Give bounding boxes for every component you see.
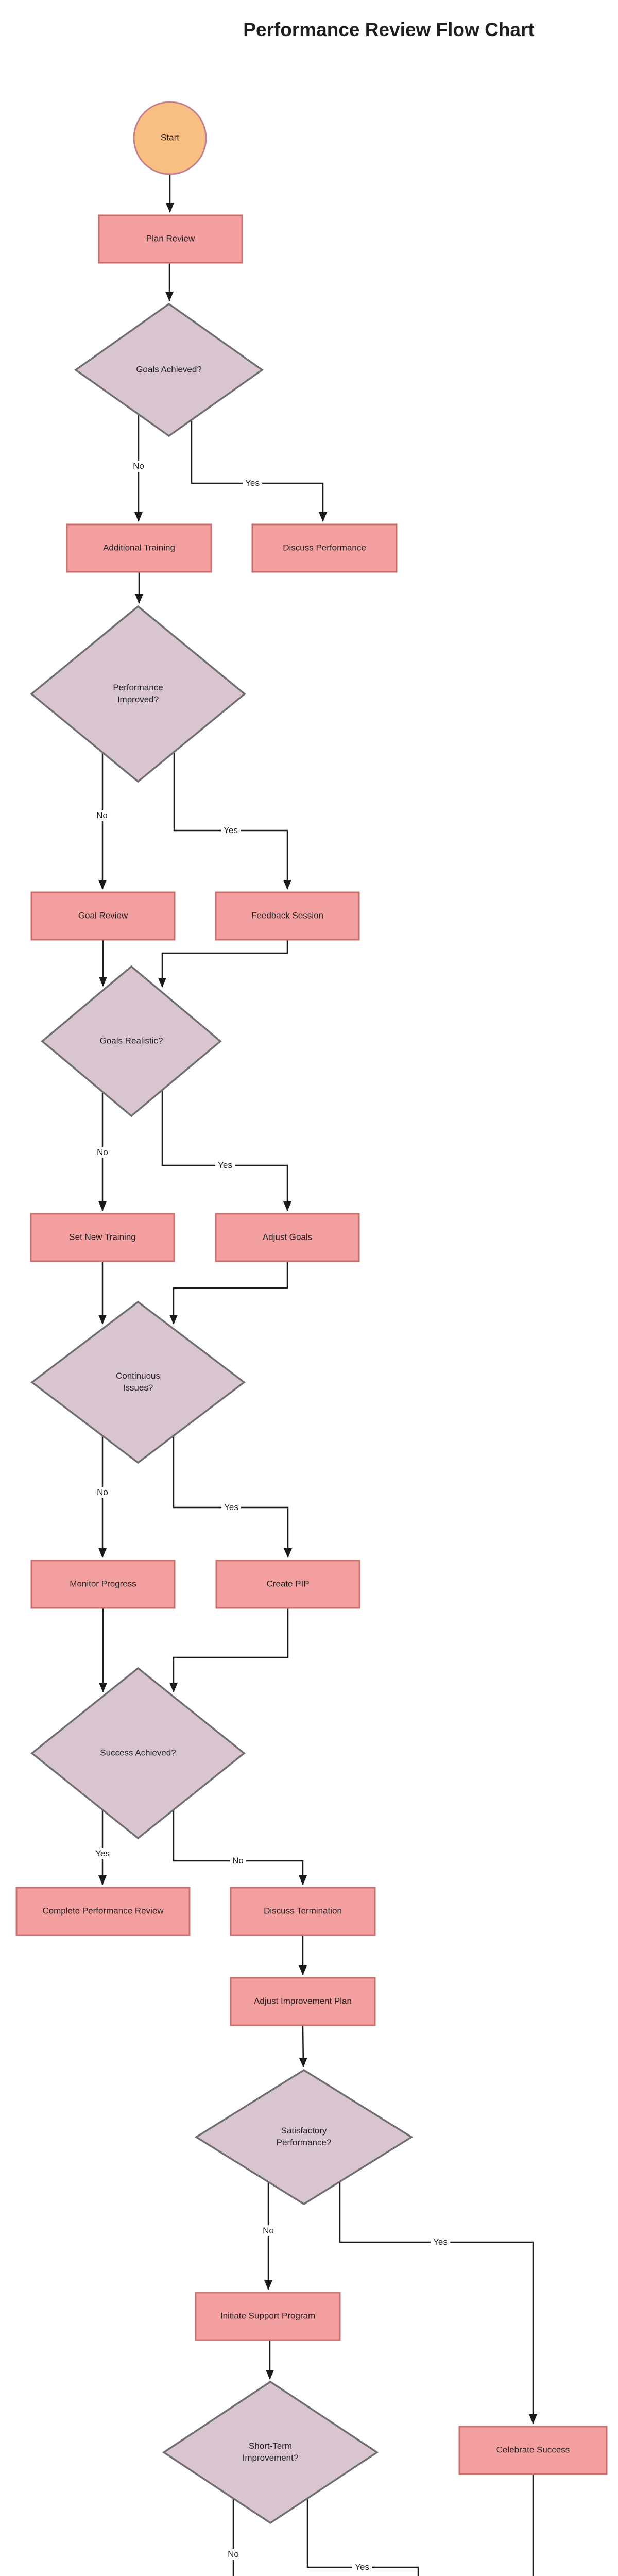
feedback-session-label: Feedback Session <box>251 910 323 921</box>
goals-achieved-shape <box>74 302 264 437</box>
edge-adjust-goals-to-continuous-issues <box>169 1261 288 1325</box>
short-term-no-label: No <box>225 2549 242 2560</box>
satisfactory-performance-shape <box>194 2069 414 2206</box>
edge-goals-realistic-yes <box>161 1090 291 1211</box>
success-achieved-no-label: No <box>230 1855 246 1867</box>
satisfactory-yes-label: Yes <box>431 2236 450 2248</box>
initiate-support-program-shape <box>195 2292 341 2341</box>
goals-realistic-label: Goals Realistic? <box>99 1036 163 1046</box>
performance-improved-label: Performance Improved? <box>113 683 163 704</box>
discuss-termination-label: Discuss Termination <box>264 1906 342 1916</box>
celebrate-success-label: Celebrate Success <box>496 2445 570 2455</box>
goals-realistic-yes-label: Yes <box>215 1160 235 1171</box>
edge-celebrate-success-to-end <box>532 2474 534 2576</box>
discuss-performance-shape <box>251 523 398 573</box>
edge-performance-improved-yes <box>173 752 291 890</box>
short-term-yes-label: Yes <box>352 2562 372 2573</box>
performance-improved-shape <box>30 605 246 783</box>
goals-realistic-shape <box>41 965 222 1117</box>
performance-improved-yes-label: Yes <box>221 825 241 836</box>
performance-improved-no-label: No <box>94 810 110 821</box>
adjust-goals-shape <box>215 1213 360 1262</box>
feedback-session-shape <box>215 891 360 941</box>
start-node-shape <box>133 101 207 175</box>
adjust-goals-label: Adjust Goals <box>262 1232 313 1242</box>
goal-review-shape <box>30 891 176 941</box>
edge-create-pip-to-success-achieved <box>169 1608 289 1692</box>
monitor-progress-label: Monitor Progress <box>70 1579 136 1589</box>
goal-review-label: Goal Review <box>78 910 128 921</box>
plan-review-shape <box>98 214 243 264</box>
complete-performance-review-label: Complete Performance Review <box>42 1906 164 1916</box>
short-term-improvement-label: Short-Term Improvement? <box>242 2441 299 2463</box>
plan-review-label: Plan Review <box>146 233 195 244</box>
diagram-title: Performance Review Flow Chart <box>243 19 535 40</box>
satisfactory-no-label: No <box>260 2225 277 2236</box>
goals-achieved-yes-label: Yes <box>243 478 262 489</box>
short-term-improvement-shape <box>162 2380 379 2524</box>
discuss-performance-label: Discuss Performance <box>283 543 366 553</box>
monitor-progress-shape <box>30 1560 176 1609</box>
start-node-label: Start <box>161 132 179 143</box>
adjust-improvement-plan-shape <box>230 1977 376 2026</box>
initiate-support-program-label: Initiate Support Program <box>220 2311 316 2321</box>
edge-satisfactory-yes <box>339 2181 537 2424</box>
goals-achieved-no-label: No <box>130 461 147 472</box>
celebrate-success-shape <box>458 2426 608 2475</box>
adjust-improvement-plan-label: Adjust Improvement Plan <box>254 1996 352 2006</box>
complete-performance-review-shape <box>15 1887 191 1936</box>
continuous-issues-no-label: No <box>94 1487 111 1498</box>
goals-achieved-label: Goals Achieved? <box>136 364 202 375</box>
edge-goals-achieved-yes <box>191 420 327 522</box>
create-pip-shape <box>215 1560 360 1609</box>
success-achieved-yes-label: Yes <box>93 1848 112 1859</box>
success-achieved-shape <box>30 1667 246 1840</box>
satisfactory-performance-label: Satisfactory Performance? <box>276 2126 332 2147</box>
additional-training-shape <box>66 523 212 573</box>
continuous-issues-shape <box>30 1300 246 1464</box>
continuous-issues-label: Continuous Issues? <box>115 1371 160 1393</box>
create-pip-label: Create PIP <box>266 1579 310 1589</box>
edge-feedback-session-to-goals-realistic <box>158 940 288 988</box>
set-new-training-label: Set New Training <box>69 1232 136 1242</box>
success-achieved-label: Success Achieved? <box>100 1748 176 1758</box>
edge-success-achieved-no <box>173 1810 307 1885</box>
set-new-training-shape <box>30 1213 175 1262</box>
continuous-issues-yes-label: Yes <box>221 1502 241 1513</box>
goals-realistic-no-label: No <box>94 1147 111 1158</box>
discuss-termination-shape <box>230 1887 376 1936</box>
edge-continuous-issues-yes <box>173 1436 292 1558</box>
additional-training-label: Additional Training <box>103 543 175 553</box>
